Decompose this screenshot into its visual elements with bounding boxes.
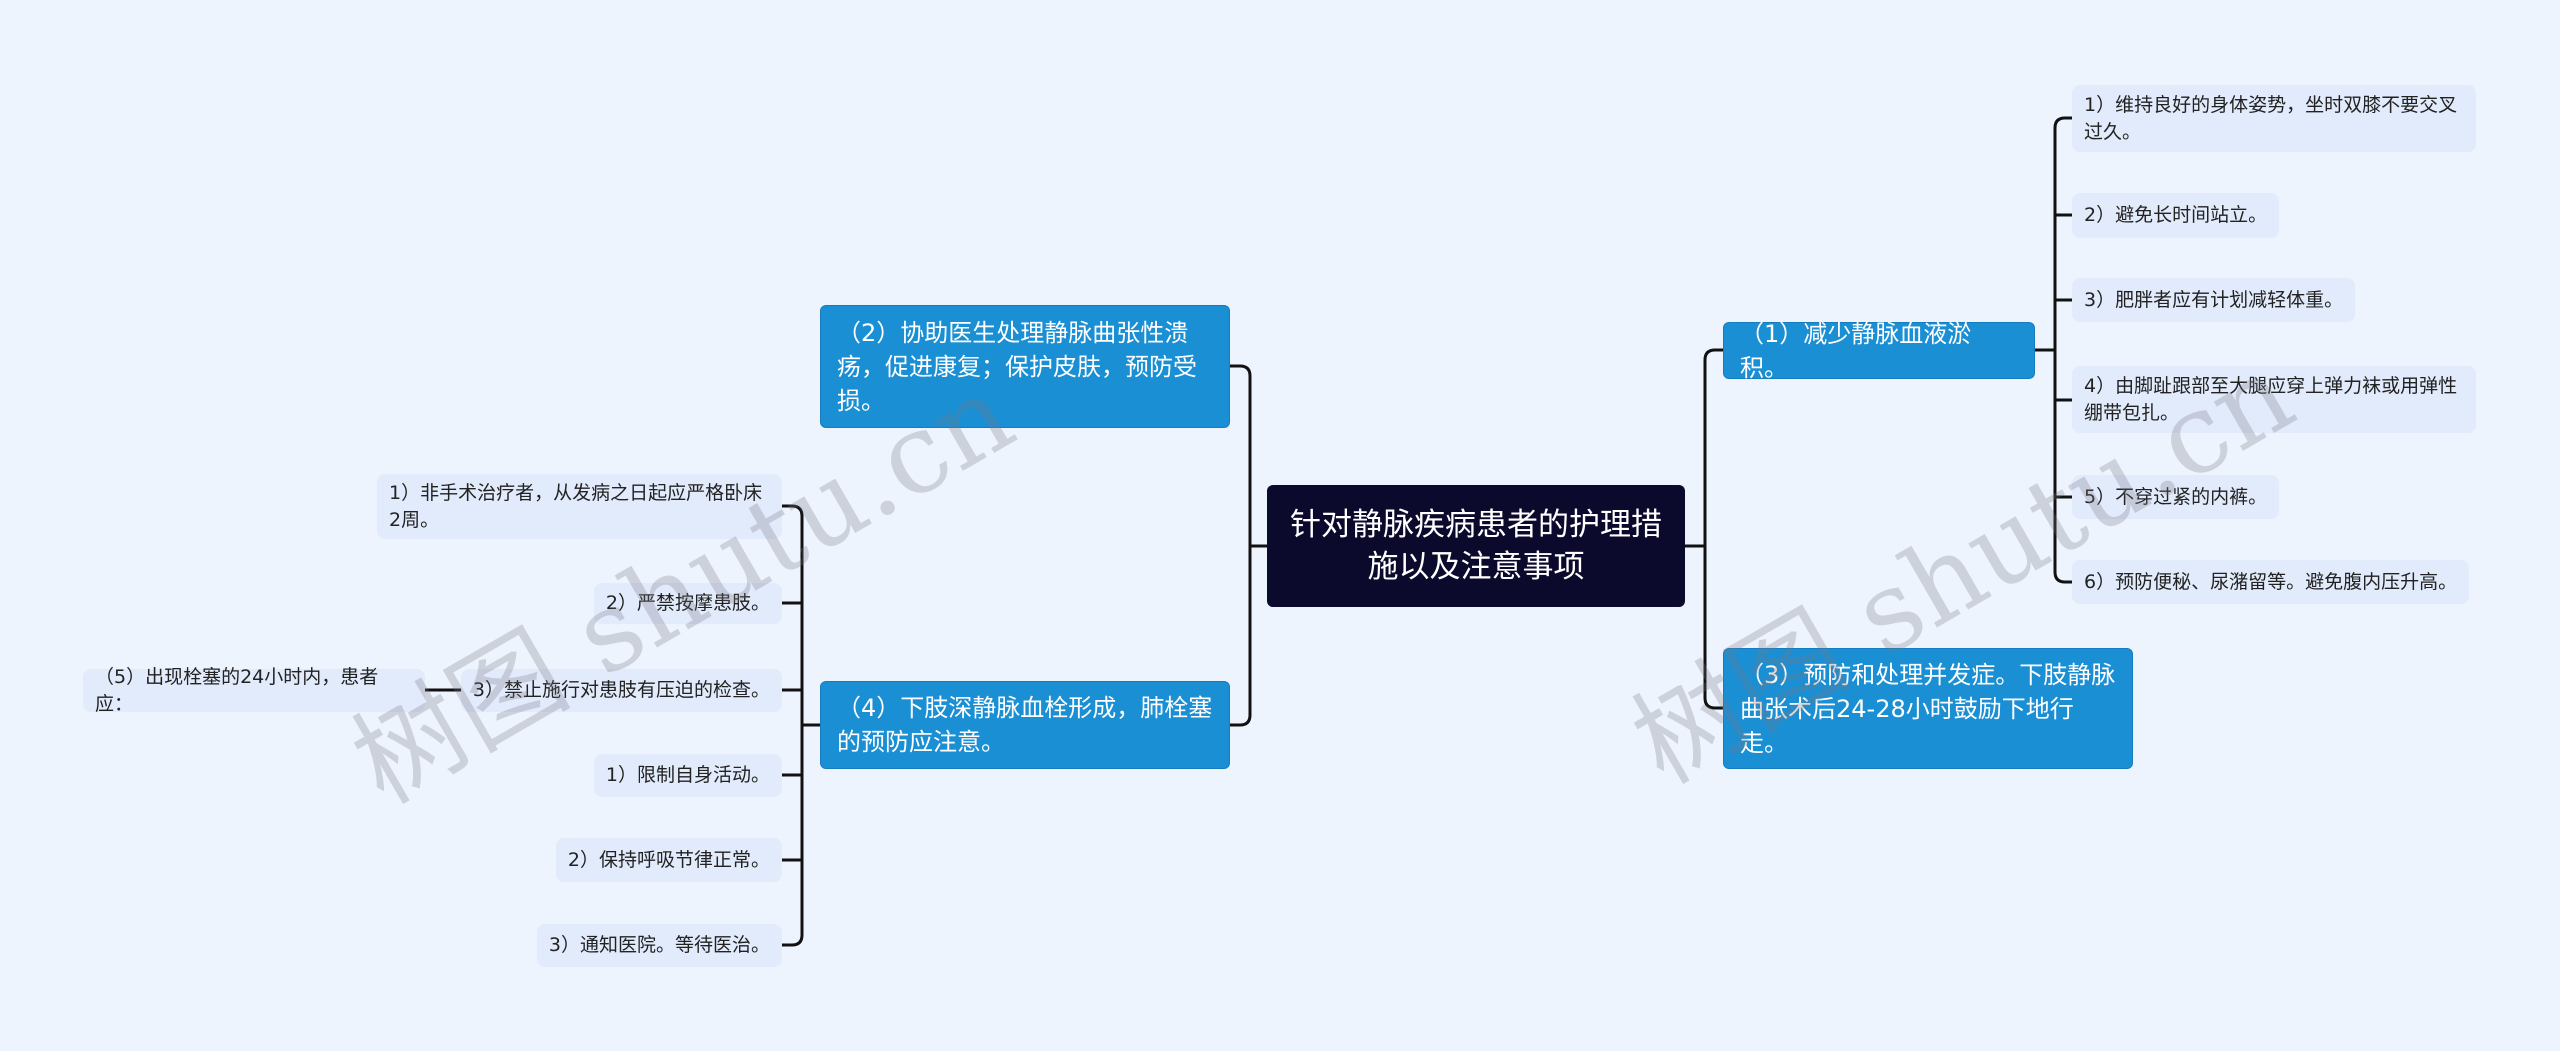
branch-prevent-complications[interactable]: （3）预防和处理并发症。下肢静脉曲张术后24-28小时鼓励下地行走。 [1723, 648, 2133, 769]
leaf-avoid-standing[interactable]: 2）避免长时间站立。 [2072, 193, 2280, 238]
branch-reduce-blood-stasis[interactable]: （1）减少静脉血液淤积。 [1723, 320, 2035, 382]
leaf-lose-weight[interactable]: 3）肥胖者应有计划减轻体重。 [2072, 278, 2356, 322]
leaf-no-massage[interactable]: 2）严禁按摩患肢。 [593, 583, 782, 624]
sub-embolism-24h[interactable]: （5）出现栓塞的24小时内，患者应： [83, 666, 425, 715]
leaf-normal-breathing[interactable]: 2）保持呼吸节律正常。 [555, 838, 782, 882]
branch-treat-ulcer[interactable]: （2）协助医生处理静脉曲张性溃疡，促进康复；保护皮肤，预防受损。 [820, 305, 1230, 428]
leaf-bed-rest[interactable]: 1）非手术治疗者，从发病之日起应严格卧床2周。 [377, 474, 782, 539]
leaf-prevent-constipation[interactable]: 6）预防便秘、尿潴留等。避免腹内压升高。 [2072, 560, 2470, 604]
root-node[interactable]: 针对静脉疾病患者的护理措施以及注意事项 [1267, 485, 1685, 607]
leaf-limit-activity[interactable]: 1）限制自身活动。 [593, 754, 782, 797]
leaf-no-compression-exam[interactable]: 3）禁止施行对患肢有压迫的检查。 [460, 669, 782, 712]
leaf-elastic-stockings[interactable]: 4）由脚趾跟部至大腿应穿上弹力袜或用弹性绷带包扎。 [2072, 366, 2476, 433]
leaf-notify-hospital[interactable]: 3）通知医院。等待医治。 [536, 924, 782, 967]
leaf-posture[interactable]: 1）维持良好的身体姿势，坐时双膝不要交叉过久。 [2072, 85, 2476, 152]
leaf-loose-underwear[interactable]: 5）不穿过紧的内裤。 [2072, 475, 2280, 519]
branch-dvt-prevention[interactable]: （4）下肢深静脉血栓形成，肺栓塞的预防应注意。 [820, 681, 1230, 769]
